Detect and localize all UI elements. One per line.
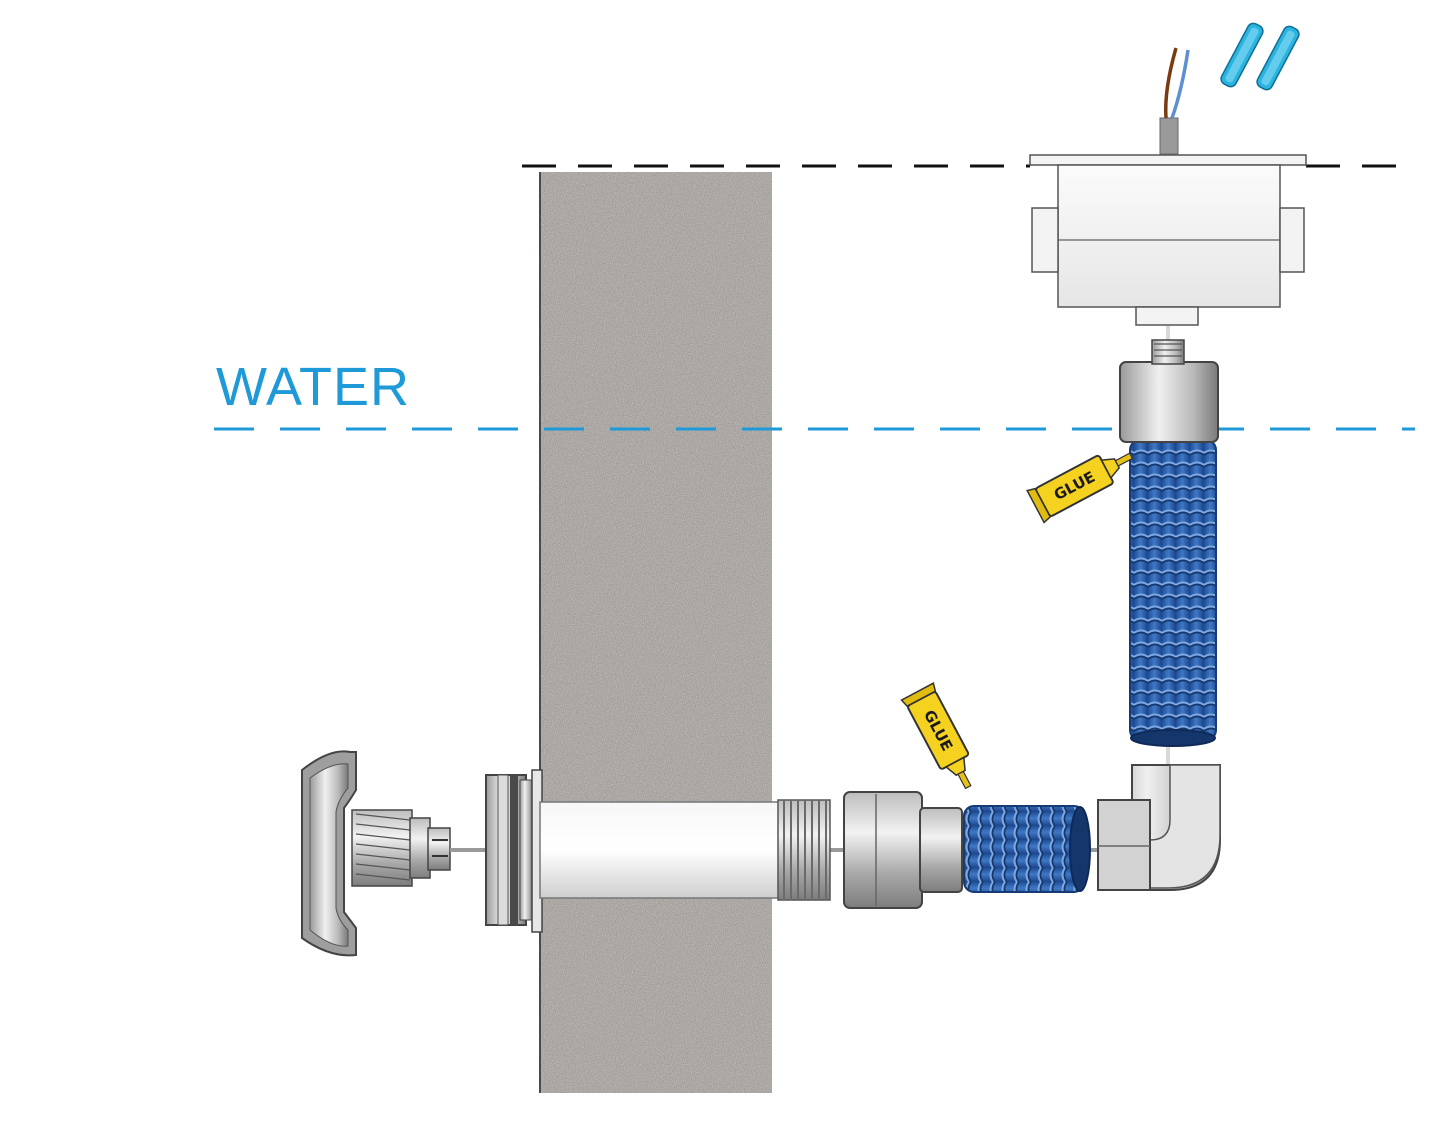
pool-light-fixture xyxy=(301,750,451,957)
butt-splice-connector-icon xyxy=(1220,22,1300,91)
conduit-sleeve-fitting xyxy=(1119,339,1219,443)
glue-tube-icon: GLUE xyxy=(1026,452,1134,524)
pipe-coupler xyxy=(843,791,963,909)
wall-flange xyxy=(485,769,543,933)
junction-box xyxy=(1029,154,1307,326)
corrugated-conduit-vertical xyxy=(1129,439,1217,747)
threaded-pipe-end xyxy=(777,799,831,901)
glue-tube-icon: GLUE xyxy=(900,682,972,790)
wall-pipe xyxy=(539,801,781,899)
pipe-elbow xyxy=(1097,764,1221,891)
concrete-wall xyxy=(539,172,772,1093)
corrugated-conduit-horizontal xyxy=(963,805,1091,893)
supply-cable xyxy=(1159,47,1190,155)
water-level-label: WATER xyxy=(216,357,410,417)
